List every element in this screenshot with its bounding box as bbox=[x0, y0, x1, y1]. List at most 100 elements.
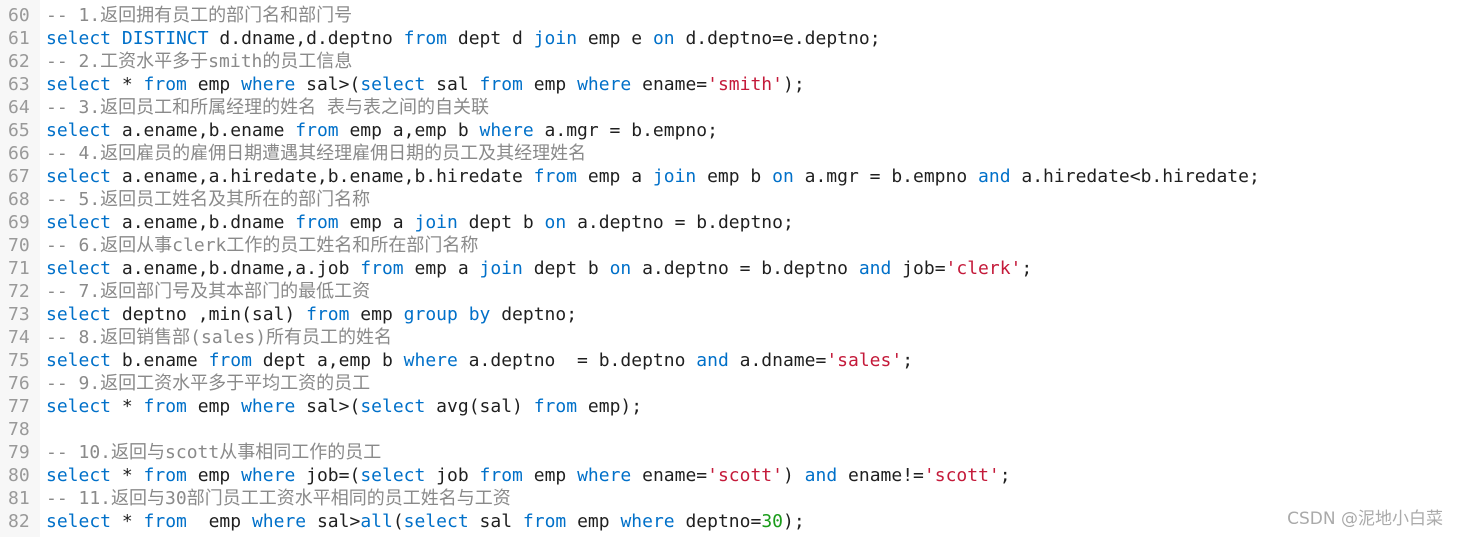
plain-token: ( bbox=[392, 511, 404, 532]
plain-token: ename= bbox=[631, 74, 708, 95]
keyword-token: select bbox=[46, 258, 112, 279]
keyword-token: where bbox=[620, 511, 675, 532]
code-line[interactable]: 68 -- 5.返回员工姓名及其所在的部门名称 bbox=[0, 188, 1459, 211]
plain-token bbox=[458, 304, 469, 325]
comment-token: -- 5.返回员工姓名及其所在的部门名称 bbox=[46, 189, 371, 210]
keyword-token: select bbox=[360, 74, 426, 95]
keyword-token: where bbox=[241, 396, 296, 417]
code-line[interactable]: 62 -- 2.工资水平多于smith的员工信息 bbox=[0, 50, 1459, 73]
keyword-token: select bbox=[46, 350, 112, 371]
plain-token: emp bbox=[186, 74, 242, 95]
plain-token: avg(sal) bbox=[425, 396, 534, 417]
keyword-token: join bbox=[652, 166, 697, 187]
plain-token: a.deptno = b.deptno bbox=[457, 350, 697, 371]
keyword-token: from bbox=[533, 166, 578, 187]
plain-token: ; bbox=[1021, 258, 1033, 279]
keyword-token: from bbox=[306, 304, 350, 325]
plain-token: emp a bbox=[403, 258, 480, 279]
keyword-token: from bbox=[143, 465, 187, 486]
code-line[interactable]: 60 -- 1.返回拥有员工的部门名和部门号 bbox=[0, 4, 1459, 27]
plain-token: a.ename,b.ename bbox=[111, 120, 296, 141]
keyword-token: where bbox=[241, 74, 296, 95]
keyword-token: and bbox=[804, 465, 838, 486]
plain-token: a.ename,b.dname bbox=[111, 212, 296, 233]
keyword-token: and bbox=[696, 350, 729, 371]
keyword-token: all bbox=[360, 511, 393, 532]
line-number: 78 bbox=[8, 419, 30, 440]
line-code: -- 1.返回拥有员工的部门名和部门号 bbox=[43, 4, 352, 27]
line-number: 62 bbox=[8, 51, 30, 72]
keyword-token: from bbox=[295, 120, 339, 141]
line-number: 60 bbox=[8, 5, 30, 26]
line-number: 64 bbox=[8, 97, 30, 118]
line-number: 82 bbox=[8, 511, 30, 532]
plain-token: sal bbox=[425, 74, 480, 95]
keyword-token: join bbox=[479, 258, 523, 279]
line-number: 81 bbox=[8, 488, 30, 509]
plain-token: deptno ,min(sal) bbox=[111, 304, 307, 325]
keyword-token: select bbox=[46, 166, 112, 187]
line-code: -- 7.返回部门号及其本部门的最低工资 bbox=[43, 280, 370, 303]
keyword-token: from bbox=[143, 396, 187, 417]
comment-token: -- 9.返回工资水平多于平均工资的员工 bbox=[46, 373, 371, 394]
keyword-token: from bbox=[208, 350, 252, 371]
keyword-token: DISTINCT bbox=[121, 28, 209, 49]
code-line[interactable]: 79 -- 10.返回与scott从事相同工作的员工 bbox=[0, 441, 1459, 464]
keyword-token: from bbox=[522, 511, 567, 532]
line-number-gutter bbox=[0, 0, 40, 537]
comment-token: -- 7.返回部门号及其本部门的最低工资 bbox=[46, 281, 371, 302]
code-line[interactable]: 66-- 4.返回雇员的雇佣日期遭遇其经理雇佣日期的员工及其经理姓名 bbox=[0, 142, 1459, 165]
line-number: 70 bbox=[8, 235, 30, 256]
line-number: 79 bbox=[8, 442, 30, 463]
code-line[interactable]: 64 -- 3.返回员工和所属经理的姓名 表与表之间的自关联 bbox=[0, 96, 1459, 119]
plain-token: a.deptno = b.deptno; bbox=[566, 212, 794, 233]
code-line[interactable]: 78 bbox=[0, 418, 1459, 441]
plain-token: d.deptno=e.deptno; bbox=[674, 28, 881, 49]
plain-token: dept a,emp b bbox=[251, 350, 404, 371]
code-line[interactable]: 76-- 9.返回工资水平多于平均工资的员工 bbox=[0, 372, 1459, 395]
keyword-token: by bbox=[468, 304, 491, 325]
code-line[interactable]: 81-- 11.返回与30部门员工工资水平相同的员工姓名与工资 bbox=[0, 487, 1459, 510]
line-code: -- 3.返回员工和所属经理的姓名 表与表之间的自关联 bbox=[43, 96, 489, 119]
plain-token: a.dname= bbox=[728, 350, 827, 371]
line-number: 61 bbox=[8, 28, 30, 49]
line-number: 69 bbox=[8, 212, 30, 233]
plain-token: deptno; bbox=[490, 304, 578, 325]
line-code: -- 6.返回从事clerk工作的员工姓名和所在部门名称 bbox=[43, 234, 478, 257]
keyword-token: select bbox=[46, 511, 112, 532]
plain-token: sal>( bbox=[295, 74, 361, 95]
keyword-token: where bbox=[403, 350, 458, 371]
line-number: 68 bbox=[8, 189, 30, 210]
keyword-token: from bbox=[360, 258, 404, 279]
code-line[interactable]: 74 -- 8.返回销售部(sales)所有员工的姓名 bbox=[0, 326, 1459, 349]
line-code: select * from emp where sal>(select sal … bbox=[43, 73, 805, 96]
code-line[interactable]: 70 -- 6.返回从事clerk工作的员工姓名和所在部门名称 bbox=[0, 234, 1459, 257]
plain-token: emp a bbox=[577, 166, 653, 187]
code-line[interactable]: 72-- 7.返回部门号及其本部门的最低工资 bbox=[0, 280, 1459, 303]
plain-token: ); bbox=[782, 74, 805, 95]
plain-token: ename= bbox=[631, 465, 708, 486]
line-number: 71 bbox=[8, 258, 30, 279]
line-code: -- 2.工资水平多于smith的员工信息 bbox=[43, 50, 352, 73]
plain-token: ; bbox=[902, 350, 914, 371]
line-code: -- 4.返回雇员的雇佣日期遭遇其经理雇佣日期的员工及其经理姓名 bbox=[43, 142, 586, 165]
line-code: -- 10.返回与scott从事相同工作的员工 bbox=[43, 441, 381, 464]
line-number: 74 bbox=[8, 327, 30, 348]
line-code: select b.ename from dept a,emp b where a… bbox=[43, 349, 913, 372]
plain-token: b.ename bbox=[111, 350, 209, 371]
plain-token: emp bbox=[522, 74, 578, 95]
line-code: -- 9.返回工资水平多于平均工资的员工 bbox=[43, 372, 370, 395]
comment-token: -- 8.返回销售部(sales)所有员工的姓名 bbox=[46, 327, 393, 348]
